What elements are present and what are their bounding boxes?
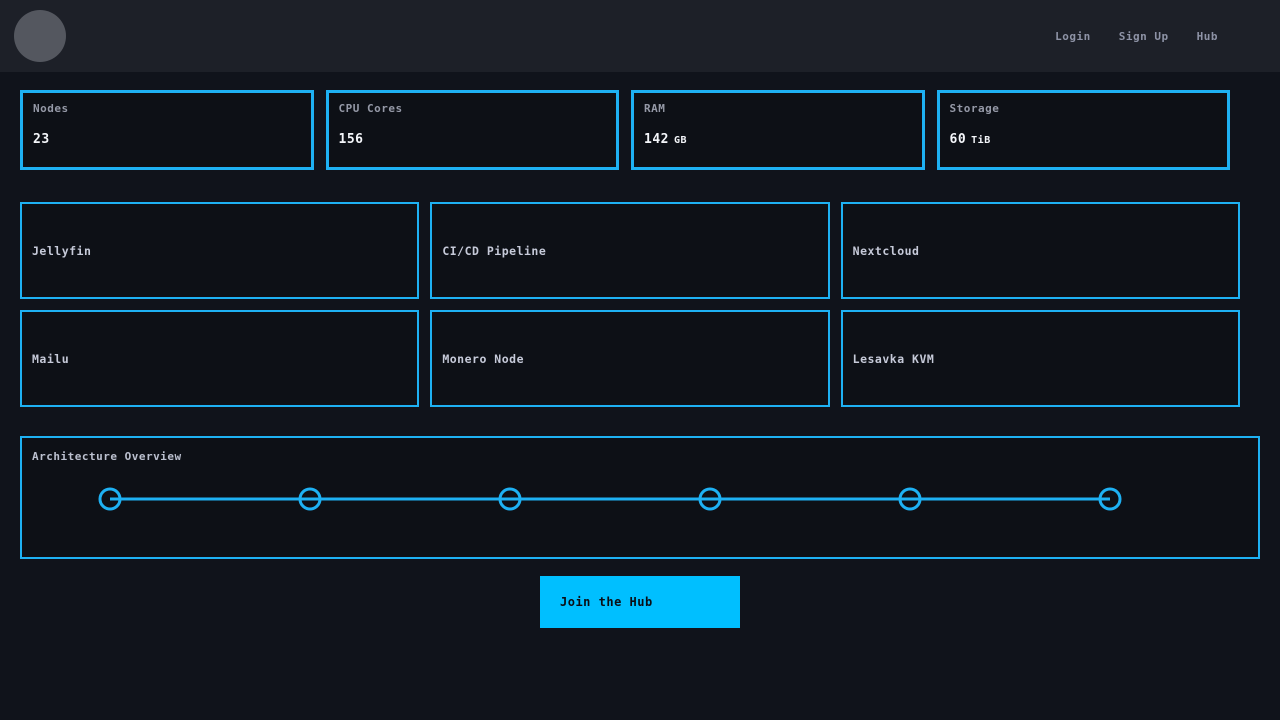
services-grid: Jellyfin CI/CD Pipeline Nextcloud Mailu …: [20, 202, 1240, 407]
nav-link-login[interactable]: Login: [1055, 30, 1091, 43]
stats-row: Nodes 23 CPU Cores 156 RAM 142GB Storage…: [20, 90, 1230, 170]
service-card-monero-node[interactable]: Monero Node: [430, 310, 829, 407]
service-title: Nextcloud: [853, 244, 920, 258]
stat-unit: GB: [674, 135, 687, 146]
stat-unit: TiB: [971, 135, 991, 146]
architecture-diagram: [32, 468, 1248, 548]
stat-label: CPU Cores: [339, 102, 607, 115]
join-hub-button[interactable]: Join the Hub: [540, 576, 740, 628]
nav-link-hub[interactable]: Hub: [1197, 30, 1218, 43]
service-title: Mailu: [32, 352, 69, 366]
stat-value: 23: [33, 132, 301, 147]
stat-value: 156: [339, 132, 607, 147]
service-card-jellyfin[interactable]: Jellyfin: [20, 202, 419, 299]
stat-card-storage: Storage 60TiB: [937, 90, 1231, 170]
stat-card-cpu-cores: CPU Cores 156: [326, 90, 620, 170]
stat-label: Storage: [950, 102, 1218, 115]
service-title: CI/CD Pipeline: [442, 244, 546, 258]
service-card-cicd-pipeline[interactable]: CI/CD Pipeline: [430, 202, 829, 299]
stat-value: 60TiB: [950, 132, 1218, 147]
stat-card-nodes: Nodes 23: [20, 90, 314, 170]
architecture-title: Architecture Overview: [32, 450, 1248, 463]
service-title: Monero Node: [442, 352, 524, 366]
stat-label: Nodes: [33, 102, 301, 115]
stat-label: RAM: [644, 102, 912, 115]
main-content: Nodes 23 CPU Cores 156 RAM 142GB Storage…: [0, 90, 1280, 628]
service-title: Jellyfin: [32, 244, 91, 258]
cta-row: Join the Hub: [20, 576, 1260, 628]
stat-card-ram: RAM 142GB: [631, 90, 925, 170]
service-card-mailu[interactable]: Mailu: [20, 310, 419, 407]
service-card-lesavka-kvm[interactable]: Lesavka KVM: [841, 310, 1240, 407]
nav-link-signup[interactable]: Sign Up: [1119, 30, 1169, 43]
architecture-panel: Architecture Overview: [20, 436, 1260, 559]
avatar-logo[interactable]: [14, 10, 66, 62]
navbar: Login Sign Up Hub: [0, 0, 1280, 72]
service-title: Lesavka KVM: [853, 352, 935, 366]
service-card-nextcloud[interactable]: Nextcloud: [841, 202, 1240, 299]
stat-value: 142GB: [644, 132, 912, 147]
nav-links: Login Sign Up Hub: [1055, 30, 1218, 43]
